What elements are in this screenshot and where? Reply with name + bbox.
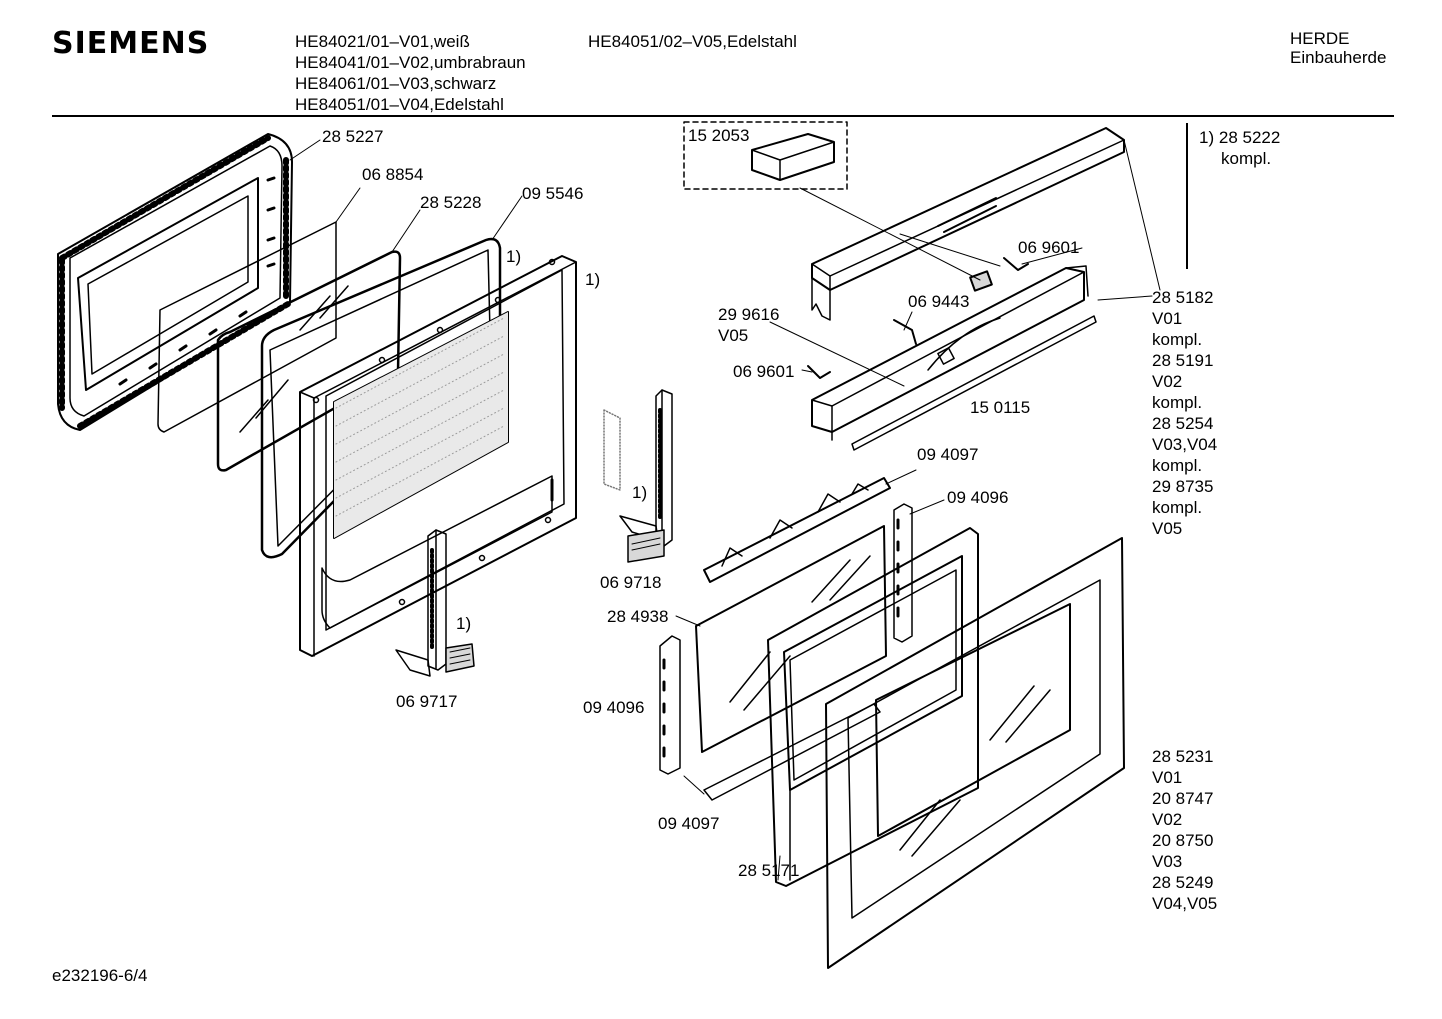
model-list-left: HE84021/01–V01,weiß HE84041/01–V02,umbra…: [295, 31, 526, 115]
glass-pane-1: [157, 221, 337, 433]
dashed-detail-box: [683, 121, 848, 190]
inner-frame: [767, 527, 979, 887]
part-label: 09 4096: [947, 488, 1009, 507]
footnote-line: 1) 28 5222: [1199, 127, 1280, 148]
part-label: 06 9601: [1018, 238, 1080, 257]
glass-pane-2: [216, 250, 402, 472]
list-item: V03,V04: [1152, 435, 1218, 454]
list-item: V01: [1152, 309, 1183, 328]
variant-list-bottom: 28 5231 V01 20 8747 V02 20 8750 V03 28 5…: [1152, 746, 1217, 914]
part-label: 09 4097: [658, 814, 720, 833]
list-item: kompl.: [1152, 498, 1203, 517]
clip-3: [893, 319, 917, 345]
brand-logo: SIEMENS: [52, 26, 210, 61]
hinge-cover: [603, 409, 621, 491]
list-item: V04,V05: [1152, 894, 1218, 913]
list-item: kompl.: [1152, 330, 1203, 349]
part-label: 28 5171: [738, 861, 800, 880]
part-label: 28 5227: [322, 127, 384, 146]
footnote-ref: 1): [632, 483, 648, 502]
list-item: 20 8750: [1152, 831, 1214, 850]
part-label: 06 9718: [600, 573, 662, 592]
part-label: 06 9443: [908, 292, 970, 311]
list-item: 28 5231: [1152, 747, 1214, 766]
footnote-part: 28 5222: [1218, 128, 1281, 147]
model-line: HE84051/01–V04,Edelstahl: [295, 95, 504, 114]
list-item: V02: [1152, 372, 1183, 391]
part-label: 28 5228: [420, 193, 482, 212]
footnote-divider: [1186, 123, 1188, 269]
part-label: 09 5546: [522, 184, 584, 203]
part-label: 15 2053: [688, 126, 750, 145]
list-item: 29 8735: [1152, 477, 1214, 496]
list-item: 20 8747: [1152, 789, 1214, 808]
part-label: 09 4097: [917, 445, 979, 464]
variant-list-top: 28 5182 V01 kompl. 28 5191 V02 kompl. 28…: [1152, 287, 1217, 539]
foam-block: [751, 133, 835, 181]
profile-tabs: [721, 483, 869, 567]
list-item: 28 5191: [1152, 351, 1214, 370]
inner-door: [299, 255, 577, 657]
model-line: HE84041/01–V02,umbrabraun: [295, 53, 526, 72]
list-item: kompl.: [1152, 393, 1203, 412]
front-glass-door: [825, 537, 1125, 969]
part-label: 09 4096: [583, 698, 645, 717]
list-item: V02: [1152, 810, 1183, 829]
list-item: kompl.: [1152, 456, 1203, 475]
footnote-ref: 1): [506, 247, 522, 266]
clip-1: [1003, 257, 1029, 271]
category-block: HERDE Einbauherde: [1290, 29, 1386, 67]
list-item: 28 5254: [1152, 414, 1214, 433]
list-item: 28 5249: [1152, 873, 1214, 892]
profile-lower: [703, 703, 881, 801]
category: HERDE: [1290, 29, 1350, 48]
list-item: V01: [1152, 768, 1183, 787]
seal-strip: [851, 315, 1097, 451]
subcategory: Einbauherde: [1290, 48, 1387, 67]
part-label: 06 9601: [733, 362, 795, 381]
footnote-ref: 1): [585, 270, 601, 289]
diagram-id: e232196-6/4: [52, 966, 148, 985]
model-right: HE84051/02–V05,Edelstahl: [588, 32, 797, 51]
footnote-line: kompl.: [1221, 149, 1272, 168]
footnote-marker: 1): [1199, 128, 1215, 147]
glass-pane-3: [695, 525, 887, 753]
side-profile-left: [659, 635, 681, 775]
hinge-middle: [619, 389, 673, 563]
glass-reflection-2: [729, 555, 871, 711]
side-profile-right: [893, 503, 913, 643]
model-line: HE84061/01–V03,schwarz: [295, 74, 497, 93]
part-label: 15 0115: [970, 398, 1031, 417]
door-frame-outer: [57, 133, 293, 431]
footnote-block: 1) 28 5222 kompl.: [1199, 127, 1280, 169]
part-label: 28 4938: [607, 607, 669, 626]
part-label: 29 9616: [718, 305, 780, 324]
model-line: HE84021/01–V01,weiß: [295, 32, 470, 51]
part-label: 06 8854: [362, 165, 424, 184]
list-item: 28 5182: [1152, 288, 1214, 307]
bottom-rail: [811, 265, 1089, 441]
leader-lines: [289, 139, 1161, 881]
top-rail: [811, 127, 1125, 321]
profile-upper: [703, 477, 891, 583]
list-item: V05: [1152, 519, 1183, 538]
clip-2: [807, 365, 831, 379]
footnote-ref: 1): [456, 614, 472, 633]
part-label: 06 9717: [396, 692, 458, 711]
list-item: V03: [1152, 852, 1183, 871]
hinge-left: [395, 529, 475, 677]
header-divider: [52, 115, 1394, 117]
part-label: V05: [718, 326, 749, 345]
small-block: [969, 270, 993, 292]
